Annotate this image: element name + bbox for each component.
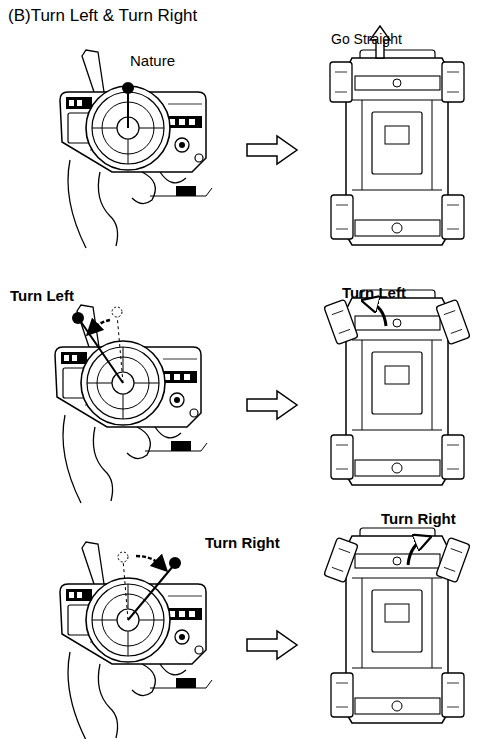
rc-car-chassis (324, 290, 470, 485)
transmitter (128, 565, 174, 620)
transmitter (60, 50, 212, 248)
transmitter (117, 314, 123, 383)
rc-car-chassis (330, 62, 352, 102)
rc-car-chassis (331, 50, 464, 245)
hollow-arrow (247, 136, 297, 164)
rc-car-chassis (436, 537, 470, 582)
rc-car-chassis (324, 537, 358, 582)
instruction-label: Nature (130, 52, 175, 69)
transmitter (72, 312, 84, 324)
rc-car-chassis (330, 50, 464, 245)
turn-arrow (368, 302, 386, 326)
transmitter (60, 542, 212, 739)
transmitter (92, 320, 110, 330)
hollow-arrow (247, 631, 297, 659)
turn-arrow (408, 539, 425, 565)
instruction-label: Turn Right (205, 534, 280, 551)
transmitter (118, 552, 128, 562)
instruction-label: Go Straight (331, 31, 402, 47)
transmitter (55, 305, 207, 503)
transmitter (79, 319, 123, 383)
transmitter (169, 557, 181, 569)
transmitter (112, 307, 122, 317)
transmitter (60, 50, 212, 248)
rc-car-chassis (436, 299, 470, 344)
rc-car-chassis (442, 62, 464, 102)
section-title: (B)Turn Left & Turn Right (8, 6, 197, 26)
transmitter (55, 305, 207, 503)
instruction-label: Turn Right (381, 510, 456, 527)
rc-car-chassis (324, 299, 358, 344)
hollow-arrow (247, 391, 297, 419)
transmitter (122, 82, 134, 94)
transmitter (123, 559, 128, 620)
transmitter (60, 542, 212, 739)
instruction-label: Turn Left (342, 284, 406, 301)
transmitter (136, 556, 162, 566)
instruction-label: Turn Left (10, 287, 74, 304)
rc-car-chassis (324, 528, 470, 723)
